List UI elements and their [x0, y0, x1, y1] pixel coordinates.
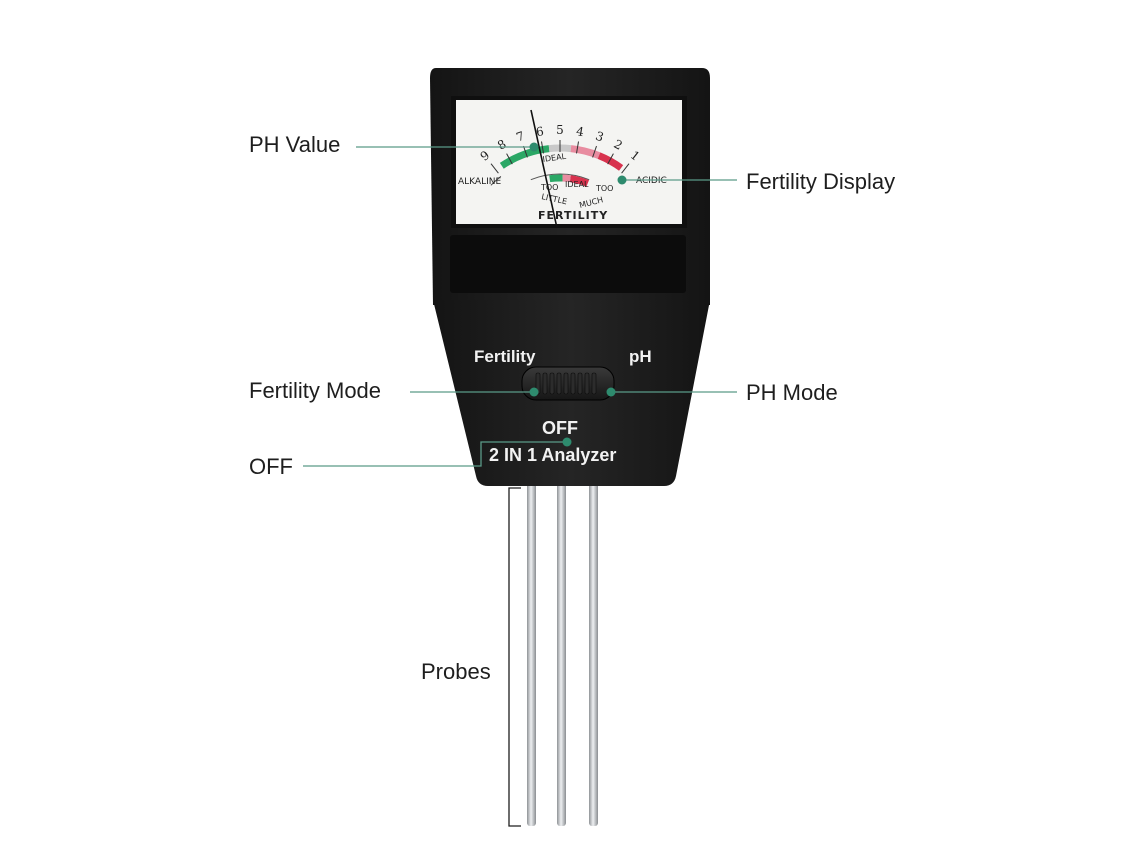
- ph-arc-red: [597, 152, 624, 171]
- ph-tick: [621, 163, 630, 174]
- ph-tick: [541, 141, 544, 154]
- alkaline-outline: [490, 176, 502, 186]
- ph-arc-green: [499, 145, 550, 169]
- acidic-label: ACIDIC: [636, 176, 667, 186]
- fertility-title: FERTILITY: [538, 209, 608, 222]
- model-label: 2 IN 1 Analyzer: [489, 445, 616, 465]
- switch-ridge: [563, 372, 569, 395]
- dot-ph-mode: [606, 387, 616, 397]
- ph-scale-number: 4: [575, 124, 585, 139]
- dot-off: [562, 437, 572, 447]
- switch-ridge: [549, 372, 555, 395]
- callout-off: OFF: [249, 454, 293, 479]
- switch-ridge: [577, 372, 583, 395]
- ph-tick: [506, 153, 513, 165]
- meter-arcs: [490, 144, 624, 187]
- ph-tick: [523, 145, 528, 158]
- callout-ph-value: PH Value: [249, 132, 341, 157]
- switch-ridge: [556, 372, 562, 395]
- switch-ridge: [542, 372, 548, 395]
- probes: [527, 478, 598, 826]
- switch-grip: [535, 372, 597, 395]
- fertility-too-little-label: TOO: [540, 183, 558, 192]
- device-window: [450, 235, 686, 293]
- probe-left: [527, 478, 536, 826]
- fertility-arc-red: [569, 175, 590, 187]
- switch-label-fertility: Fertility: [474, 347, 536, 366]
- fertility-too-much-label: TOO: [595, 184, 613, 193]
- meter-ticks: [490, 140, 630, 174]
- ph-tick: [490, 163, 499, 174]
- callout-probes: Probes: [421, 659, 491, 684]
- dot-ph-value: [529, 142, 539, 152]
- probe-middle: [557, 478, 566, 826]
- ph-tick: [576, 141, 579, 154]
- leader-off: [303, 441, 567, 467]
- ph-ideal-label: IDEAL: [542, 152, 567, 164]
- fertility-arc-green: [549, 174, 563, 183]
- dot-fertility-display: [617, 175, 627, 185]
- switch-ridge: [570, 372, 576, 395]
- ph-scale-number: 6: [535, 124, 545, 139]
- ph-scale-number: 3: [594, 129, 606, 145]
- fertility-arc-outline: [530, 173, 590, 181]
- callout-fertility-display: Fertility Display: [746, 169, 896, 194]
- meter-needle: [530, 109, 558, 229]
- callout-lines: [303, 146, 737, 467]
- callout-dots: [529, 142, 627, 447]
- meter-dial: [456, 100, 682, 224]
- ph-scale-number: 5: [556, 123, 564, 137]
- alkaline-label: ALKALINE: [458, 177, 501, 187]
- switch-ridge: [584, 372, 590, 395]
- dot-fertility-mode: [529, 387, 539, 397]
- fertility-arc-mid: [562, 174, 571, 183]
- callout-fertility-mode: Fertility Mode: [249, 378, 382, 403]
- mode-switch-area: Fertility pH OFF 2 IN 1 Analyzer: [474, 347, 652, 465]
- probes-bracket: [508, 487, 521, 827]
- switch-label-off: OFF: [542, 418, 578, 438]
- probe-right: [589, 478, 598, 826]
- fertility-ideal-label: IDEAL: [565, 180, 589, 189]
- switch-label-ph: pH: [629, 347, 652, 366]
- ph-scale-number: 7: [514, 129, 526, 145]
- callout-ph-mode: PH Mode: [746, 380, 838, 405]
- mode-slider-switch[interactable]: [521, 366, 615, 401]
- ph-tick: [592, 145, 597, 158]
- ph-tick: [607, 153, 614, 165]
- switch-ridge: [591, 372, 597, 395]
- ph-arc-red-light: [570, 145, 601, 159]
